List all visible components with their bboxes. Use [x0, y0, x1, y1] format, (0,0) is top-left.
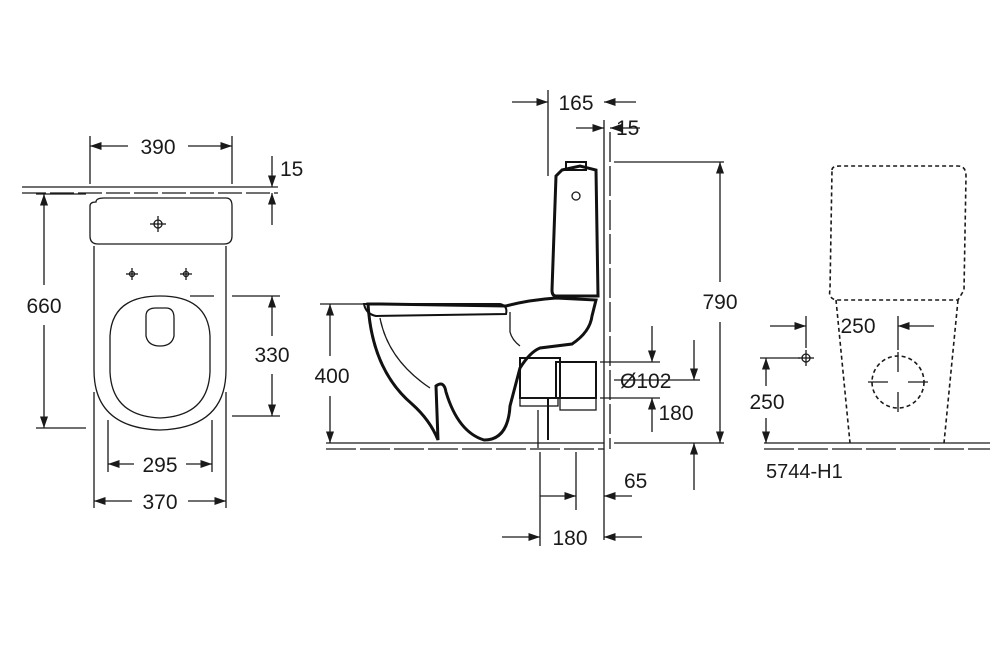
side-dim-400: 400 — [314, 303, 366, 443]
side-wall — [603, 120, 611, 540]
front-dim-295: 295 — [107, 420, 213, 477]
front-dim-295-label: 295 — [142, 454, 177, 477]
side-dim-165-label: 165 — [558, 92, 593, 115]
model-code: 5744-H1 — [766, 461, 843, 483]
side-flush-button — [565, 161, 587, 171]
rear-inlet-mark — [798, 350, 814, 366]
rear-dim-250-horizontal-label: 250 — [840, 315, 875, 338]
side-dim-102-label: Ø102 — [620, 370, 671, 393]
front-dim-390: 390 — [89, 136, 233, 184]
side-outlet-pipe — [519, 357, 597, 448]
front-fixing-marks — [126, 216, 192, 280]
front-seat-outline — [109, 295, 211, 419]
side-dim-15-label: 15 — [616, 117, 639, 140]
rear-dim-250-vertical: 250 — [749, 357, 800, 443]
front-dim-330: 330 — [232, 295, 290, 417]
front-lid-tab — [145, 307, 175, 347]
side-floor — [326, 442, 604, 450]
side-dim-400-label: 400 — [314, 365, 349, 388]
front-dim-370-label: 370 — [142, 491, 177, 514]
rear-bowl-outline — [835, 299, 959, 444]
rear-floor — [764, 442, 990, 450]
side-dim-65-label: 65 — [624, 470, 647, 493]
rear-view: 250 250 5744-H1 — [749, 165, 990, 483]
front-dim-660: 660 — [26, 193, 86, 429]
front-dim-660-label: 660 — [26, 295, 61, 318]
side-dim-65: 65 — [539, 452, 647, 546]
side-dim-790: 790 — [614, 161, 738, 444]
front-view: 390 15 660 330 295 — [22, 136, 303, 514]
front-dim-330-label: 330 — [254, 344, 289, 367]
front-cistern-outline — [89, 197, 233, 245]
side-dim-180-horizontal-label: 180 — [552, 527, 587, 550]
side-dim-102: Ø102 — [600, 326, 671, 432]
side-dim-180-vertical: 180 — [614, 340, 700, 490]
rear-cistern-outline — [828, 165, 967, 301]
front-dim-15: 15 — [267, 156, 303, 225]
side-dim-180-horizontal: 180 — [502, 527, 642, 550]
side-dim-165: 165 — [512, 90, 636, 176]
front-wall — [22, 186, 278, 194]
side-dim-15: 15 — [576, 117, 640, 140]
front-dim-15-label: 15 — [280, 158, 303, 181]
side-seat — [362, 303, 508, 318]
side-bowl — [366, 296, 598, 442]
rear-dim-250-vertical-label: 250 — [749, 391, 784, 414]
rear-dim-250-horizontal: 250 — [770, 315, 934, 350]
front-dim-370: 370 — [93, 392, 227, 514]
front-dim-390-label: 390 — [140, 136, 175, 159]
side-dim-180-vertical-label: 180 — [658, 402, 693, 425]
rear-outlet-mark — [868, 352, 928, 412]
side-dim-790-label: 790 — [702, 291, 737, 314]
front-bowl-outline — [93, 246, 227, 431]
side-cistern — [550, 164, 600, 298]
side-view: 165 15 790 400 Ø102 — [314, 90, 738, 550]
